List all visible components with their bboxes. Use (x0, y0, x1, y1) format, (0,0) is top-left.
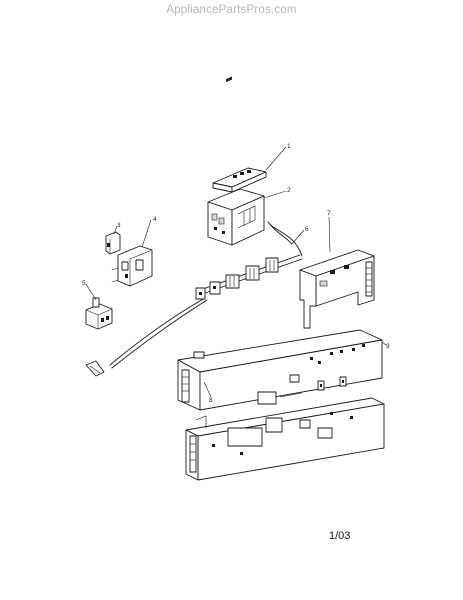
callout-1: 1 (287, 143, 291, 150)
callout-8: 8 (209, 397, 213, 404)
date-code: 1/03 (329, 530, 351, 542)
part-5-terminal-block (85, 297, 113, 330)
watermark: AppliancePartsPros.com (166, 4, 297, 16)
part-7-top-panel-rail (299, 249, 375, 329)
callout-9: 9 (386, 343, 390, 350)
part-1-top-cap (212, 76, 267, 193)
callout-7: 7 (327, 210, 331, 217)
part-9-control-panel (177, 329, 385, 481)
callout-numbers: 1 2 3 4 5 6 7 8 9 (82, 143, 390, 404)
callout-6: 6 (305, 226, 309, 233)
callout-leaders (85, 146, 387, 398)
part-6-wire-harness (85, 221, 303, 377)
part-3-clip (105, 231, 121, 255)
callout-2: 2 (287, 187, 291, 194)
part-4-connector-bracket (111, 245, 153, 287)
callout-4: 4 (153, 216, 157, 223)
callout-3: 3 (117, 222, 121, 229)
callout-5: 5 (82, 280, 86, 287)
part-2-control-module (207, 188, 265, 246)
